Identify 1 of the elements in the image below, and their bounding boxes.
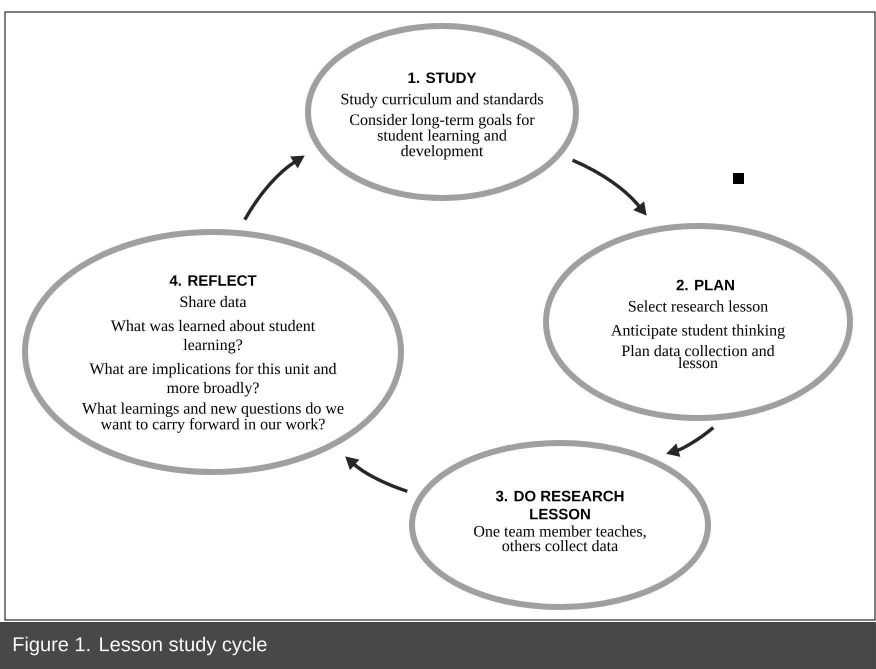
- caption-bar: Figure 1. Lesson study cycle: [0, 622, 876, 669]
